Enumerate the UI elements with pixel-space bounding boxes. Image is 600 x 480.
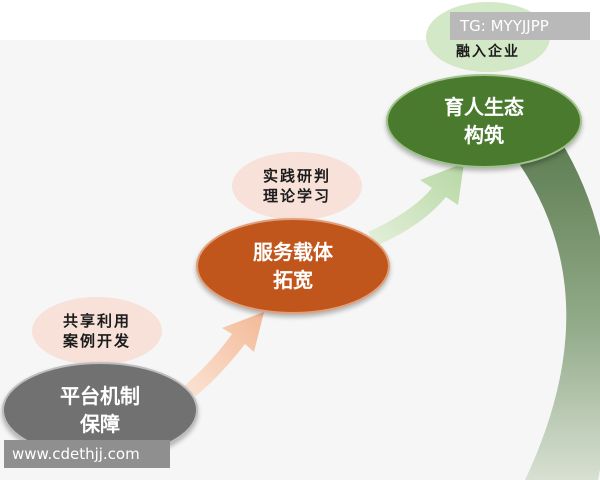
node-service-line1: 服务载体 (253, 240, 333, 264)
note-share-line2: 案例开发 (62, 332, 131, 350)
arrow-service-to-ecosystem (368, 163, 464, 246)
watermark-top: TG: MYYJJPP (450, 12, 590, 40)
node-ecosystem: 育人生态 构筑 (386, 74, 582, 168)
note-practice: 实践研判 理论学习 (232, 152, 362, 220)
growth-arc (520, 140, 600, 480)
node-ecosystem-line1: 育人生态 (444, 95, 524, 119)
node-platform-line2: 保障 (80, 412, 120, 436)
note-share: 共享利用 案例开发 (32, 297, 162, 365)
note-practice-line1: 实践研判 (262, 166, 331, 185)
node-ecosystem-line2: 构筑 (464, 123, 504, 147)
arrow-platform-to-service (182, 312, 264, 396)
note-share-line1: 共享利用 (62, 311, 131, 330)
node-service-line2: 拓宽 (273, 268, 313, 292)
watermark-bottom: www.cdethjj.com (4, 440, 170, 468)
note-integrate-line1: 融入企业 (456, 43, 520, 60)
node-platform-line1: 平台机制 (60, 384, 140, 408)
node-service: 服务载体 拓宽 (196, 218, 390, 314)
note-practice-line2: 理论学习 (262, 187, 331, 205)
